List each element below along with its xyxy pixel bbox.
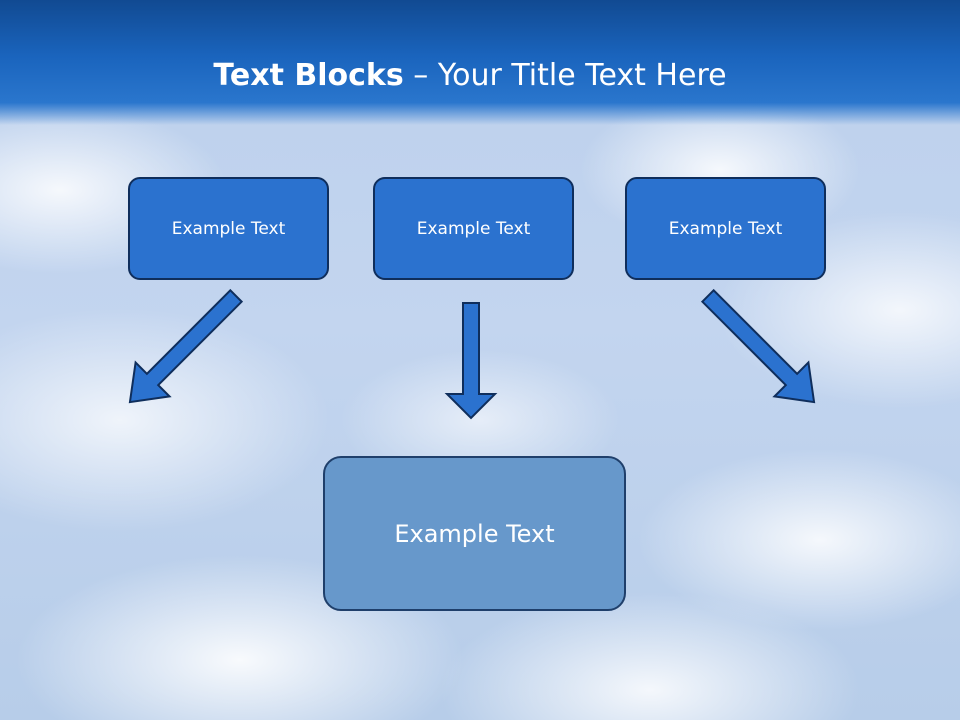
arrow-right-to-target [700,288,816,404]
text-block-left: Example Text [128,177,329,280]
target-text-block: Example Text [323,456,626,611]
title-rest-text: Your Title Text Here [437,58,727,93]
text-block-right-label: Example Text [668,218,783,239]
title-bold-text: Text Blocks [213,58,404,93]
text-block-right: Example Text [625,177,826,280]
title-separator: – [403,58,438,93]
arrow-left-to-target [128,288,244,404]
slide-title: Text Blocks – Your Title Text Here [0,56,940,96]
title-bar [0,0,960,125]
text-block-left-label: Example Text [171,218,286,239]
text-block-center: Example Text [373,177,574,280]
arrow-center-to-target [444,302,498,420]
target-text-block-label: Example Text [394,519,555,548]
text-block-center-label: Example Text [416,218,531,239]
